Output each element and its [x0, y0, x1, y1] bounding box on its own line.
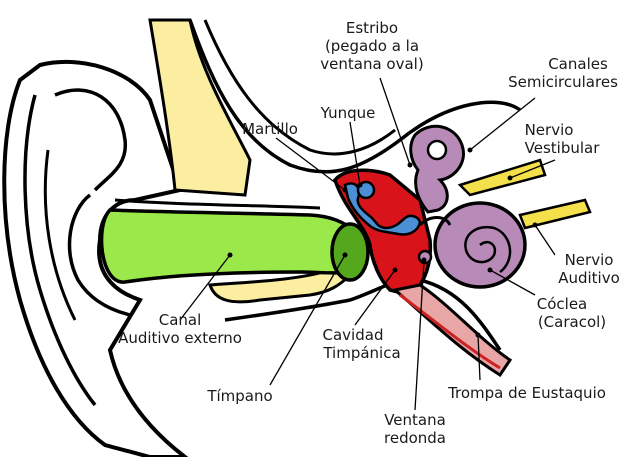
external-auditory-canal: [99, 198, 362, 284]
label-timpano: Tímpano: [206, 387, 272, 405]
svg-text:(pegado a la: (pegado a la: [325, 37, 419, 55]
label-canal-auditivo-externo: Canal Auditivo externo: [118, 311, 242, 347]
svg-text:Semicirculares: Semicirculares: [508, 73, 618, 91]
svg-text:Yunque: Yunque: [320, 104, 376, 122]
svg-text:ventana oval): ventana oval): [320, 55, 423, 73]
svg-text:Trompa de Eustaquio: Trompa de Eustaquio: [447, 384, 606, 402]
svg-text:Vestibular: Vestibular: [525, 139, 601, 157]
svg-text:Canal: Canal: [159, 311, 202, 329]
label-martillo: Martillo: [242, 120, 298, 138]
label-estribo: Estribo (pegado a la ventana oval): [320, 19, 423, 73]
temporal-bone: [148, 18, 353, 304]
svg-text:Auditivo: Auditivo: [558, 269, 620, 287]
svg-text:Timpánica: Timpánica: [322, 344, 400, 362]
eustachian-tube-inner: [399, 293, 501, 370]
vestibular-nerve: [457, 158, 547, 197]
label-nervio-vestibular: Nervio Vestibular: [525, 121, 601, 157]
svg-text:Ventana: Ventana: [384, 411, 446, 429]
auditory-nerve: [518, 198, 592, 230]
label-cavidad-timpanica: Cavidad Timpánica: [322, 326, 400, 362]
eustachian-tube: [391, 283, 513, 378]
svg-text:Cóclea: Cóclea: [537, 295, 588, 313]
svg-text:Auditivo externo: Auditivo externo: [118, 329, 242, 347]
label-ventana-redonda: Ventana redonda: [384, 411, 446, 447]
svg-text:(Caracol): (Caracol): [538, 313, 606, 331]
svg-text:redonda: redonda: [384, 429, 446, 447]
label-coclea: Cóclea (Caracol): [537, 295, 606, 331]
svg-text:Estribo: Estribo: [346, 19, 398, 37]
svg-text:Nervio: Nervio: [525, 121, 574, 139]
label-yunque: Yunque: [320, 104, 376, 122]
label-nervio-auditivo: Nervio Auditivo: [558, 251, 620, 287]
label-canales-semicirculares: Canales Semicirculares: [508, 55, 618, 91]
svg-text:Cavidad: Cavidad: [323, 326, 384, 344]
svg-text:Tímpano: Tímpano: [206, 387, 272, 405]
skin-contour-upper: [188, 19, 522, 174]
label-trompa-de-eustaquio: Trompa de Eustaquio: [447, 384, 606, 402]
skin-contour-inner: [203, 19, 396, 156]
svg-text:Canales: Canales: [548, 55, 608, 73]
svg-text:Martillo: Martillo: [242, 120, 298, 138]
leader-lines: [179, 77, 556, 411]
eardrum-tympanic-membrane: [330, 222, 370, 282]
svg-text:Nervio: Nervio: [565, 251, 614, 269]
outer-ear-pinna: [2, 60, 189, 457]
inner-ear: [409, 124, 527, 289]
